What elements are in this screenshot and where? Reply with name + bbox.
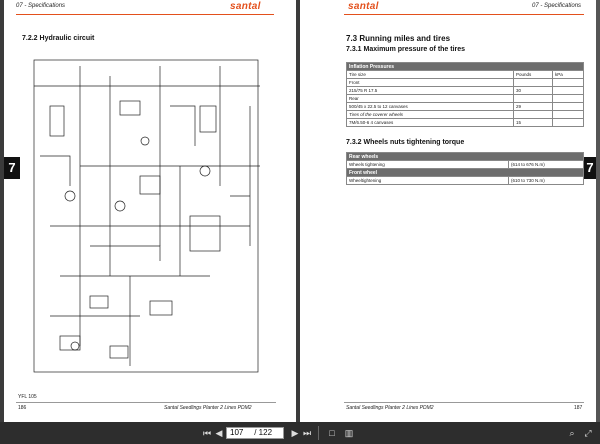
- left-page-number: 186: [18, 405, 27, 411]
- header-rule: [16, 14, 274, 15]
- table-cell: kPa: [552, 70, 584, 79]
- torque-subtitle: 7.3.2 Wheels nuts tightening torque: [346, 139, 465, 146]
- right-page-title: 7.3 Running miles and tires: [346, 34, 451, 43]
- table-cell: Wheels tightening: [346, 160, 509, 169]
- table-cell: 215/75 R 17.5: [346, 86, 514, 95]
- page-number-field[interactable]: / 122: [226, 427, 284, 439]
- table-cell: 29: [513, 102, 553, 111]
- santal-logo: santal: [348, 1, 379, 12]
- chapter-tab-left: 7: [4, 157, 20, 179]
- header-rule: [344, 14, 584, 15]
- rear-wheels-header: Rear wheels: [346, 152, 584, 161]
- figure-code: YFL 105: [18, 394, 37, 400]
- table-cell: Tire size: [346, 70, 514, 79]
- table-cell: [552, 102, 584, 111]
- table-cell: [552, 86, 584, 95]
- current-page-input[interactable]: [230, 428, 252, 437]
- right-page: santal 07 - Specifications 7.3 Running m…: [300, 0, 596, 422]
- table-cell: Wheeltightening: [346, 176, 509, 185]
- left-page-title: 7.2.2 Hydraulic circuit: [22, 35, 95, 42]
- first-page-icon[interactable]: ⏮: [202, 428, 212, 438]
- table-cell: [513, 78, 553, 87]
- footer-rule: [16, 402, 276, 403]
- left-page: 07 - Specifications santal 7.2.2 Hydraul…: [4, 0, 296, 422]
- fullscreen-icon[interactable]: ⤢: [584, 428, 592, 438]
- table-cell: Tires of the coverer wheels: [346, 110, 514, 119]
- table-cell: Pounds: [513, 70, 553, 79]
- footer-rule: [344, 402, 584, 403]
- torque-table: Rear wheels Wheels tightening (614 to 67…: [346, 152, 584, 185]
- table-cell: 500/45 x 22.5 to 12 canvases: [346, 102, 514, 111]
- table-cell: Rear: [346, 94, 514, 103]
- prev-page-icon[interactable]: ◀: [215, 428, 223, 438]
- viewer-toolbar: ⏮ ◀ / 122 ▶ ⏭ □ ▥ ⌕ ⤢: [0, 422, 600, 444]
- tires-table-header: Inflation Pressures: [346, 62, 584, 71]
- toolbar-separator: [318, 426, 319, 440]
- table-cell: [552, 110, 584, 119]
- right-header-section: 07 - Specifications: [532, 3, 582, 9]
- chapter-tab-right: 7: [584, 157, 596, 179]
- left-header-section: 07 - Specifications: [16, 3, 66, 9]
- tires-subtitle: 7.3.1 Maximum pressure of the tires: [346, 46, 466, 53]
- next-page-icon[interactable]: ▶: [291, 428, 299, 438]
- table-cell: [552, 94, 584, 103]
- table-cell: 7M/6.50-6 4 canvases: [346, 118, 514, 127]
- two-page-view-icon[interactable]: ▥: [344, 428, 354, 438]
- table-cell: Front: [346, 78, 514, 87]
- table-cell: [513, 94, 553, 103]
- table-cell: (614 to 676 N.m): [508, 160, 584, 169]
- table-cell: 15: [513, 118, 553, 127]
- table-cell: [552, 118, 584, 127]
- table-cell: 30: [513, 86, 553, 95]
- single-page-view-icon[interactable]: □: [329, 428, 335, 438]
- right-page-number: 187: [574, 405, 583, 411]
- vertical-scrollbar[interactable]: [596, 0, 600, 422]
- search-icon[interactable]: ⌕: [569, 428, 575, 438]
- total-pages: / 122: [254, 428, 273, 437]
- left-footer: Santal Seedlings Planter 2 Lines PDM2: [164, 405, 252, 411]
- santal-logo: santal: [230, 1, 261, 12]
- front-wheel-header: Front wheel: [346, 168, 584, 177]
- last-page-icon[interactable]: ⏭: [302, 428, 312, 438]
- table-cell: (610 to 730 N.m): [508, 176, 584, 185]
- table-cell: [513, 110, 553, 119]
- table-cell: [552, 78, 584, 87]
- right-footer: Santal Seedlings Planter 2 Lines PDM2: [346, 405, 434, 411]
- tires-table: Inflation Pressures Tire size Pounds kPa…: [346, 62, 584, 127]
- hydraulic-circuit-diagram: [33, 59, 260, 373]
